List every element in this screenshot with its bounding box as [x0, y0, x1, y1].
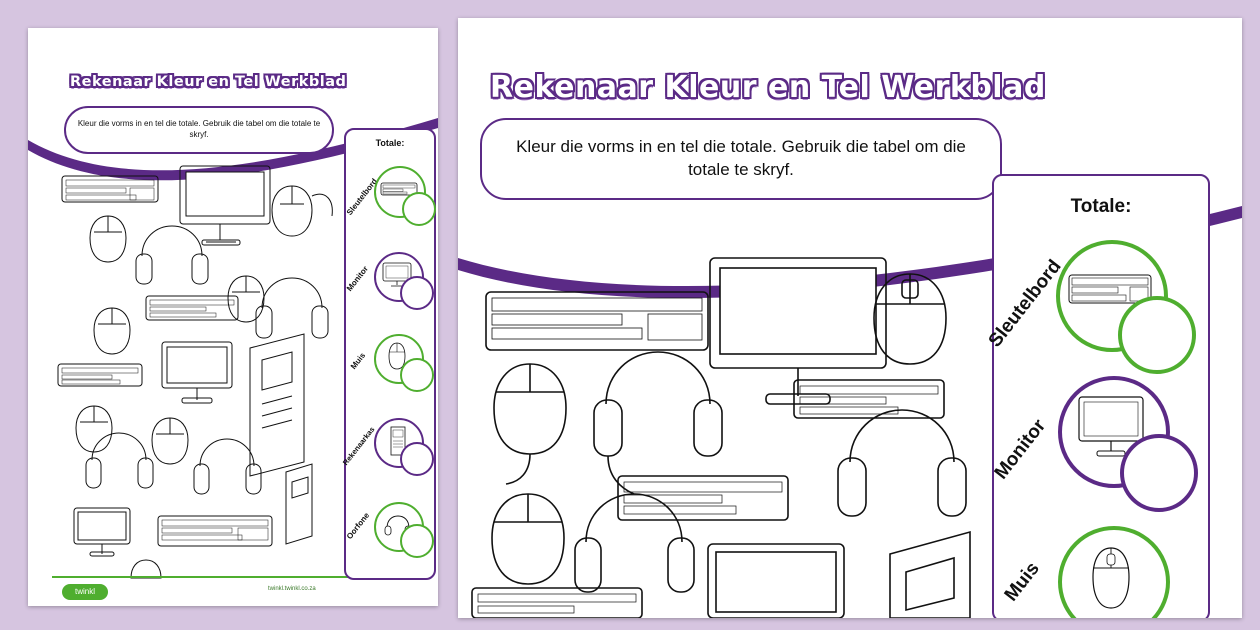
instruction-text: Kleur die vorms in en tel die totale. Ge… — [77, 119, 321, 139]
page-title: Rekenaar Kleur en Tel Werkblad — [70, 74, 347, 90]
row-label-muis: Muis — [1000, 558, 1044, 606]
answer-circle[interactable] — [400, 442, 434, 476]
count-ring — [1058, 526, 1170, 618]
count-ring — [1056, 240, 1168, 352]
totals-panel-preview: Totale: Sleutelbord — [985, 174, 1210, 618]
answer-circle[interactable] — [400, 358, 434, 392]
totals-row: Muis — [346, 326, 434, 410]
worksheet-artwork-preview — [458, 254, 1018, 618]
answer-circle[interactable] — [1118, 296, 1196, 374]
worksheet-artwork-thumb — [50, 160, 340, 580]
keyboard-icon — [1068, 274, 1152, 304]
instruction-bubble: Kleur die vorms in en tel die totale. Ge… — [64, 106, 334, 154]
totals-row: Monitor — [344, 240, 434, 326]
totals-panel-thumb: Totale: Sleutelbord Monitor — [341, 128, 436, 580]
twinkl-logo-text: twinkl — [74, 587, 95, 596]
answer-circle[interactable] — [400, 524, 434, 558]
mouse-icon — [1092, 547, 1130, 609]
totals-row: Monitor — [990, 364, 1208, 514]
mouse-icon — [388, 342, 406, 370]
worksheet-thumbnail[interactable]: Rekenaar Kleur en Tel Werkblad Kleur die… — [28, 28, 438, 606]
totals-row: Sleutelbord — [985, 224, 1208, 374]
totals-row: Oorfone — [344, 490, 434, 574]
row-label-sleutelbord: Sleutelbord — [984, 256, 1066, 352]
footer-rule — [52, 576, 382, 578]
row-label-rekenaarkas: Rekenaarkas — [340, 424, 377, 467]
answer-circle[interactable] — [400, 276, 434, 310]
monitor-icon — [1078, 396, 1144, 457]
row-label-monitor: Monitor — [990, 415, 1051, 484]
answer-circle[interactable] — [1120, 434, 1198, 512]
count-ring — [1058, 376, 1170, 488]
totals-heading: Totale: — [1070, 196, 1132, 217]
totals-row: Sleutelbord — [345, 156, 436, 242]
page-title: Rekenaar Kleur en Tel Werkblad — [490, 70, 1046, 105]
computer-tower-icon — [390, 426, 406, 456]
count-ring — [374, 166, 426, 218]
footer-url: twinkl.twinkl.co.za — [268, 586, 316, 592]
totals-row: Rekenaarkas — [341, 408, 434, 492]
answer-circle[interactable] — [402, 192, 436, 226]
instruction-text: Kleur die vorms in en tel die totale. Ge… — [516, 137, 966, 179]
worksheet-preview[interactable]: Rekenaar Kleur en Tel Werkblad Kleur die… — [458, 18, 1242, 618]
row-label-monitor: Monitor — [344, 264, 371, 293]
totals-row: Muis — [994, 506, 1208, 618]
row-label-oorfone: Oorfone — [344, 510, 372, 541]
totals-heading: Totale: — [375, 138, 405, 148]
row-label-muis: Muis — [348, 351, 368, 371]
twinkl-logo: twinkl — [62, 584, 108, 600]
instruction-bubble: Kleur die vorms in en tel die totale. Ge… — [480, 118, 1002, 200]
keyboard-icon — [380, 182, 418, 196]
